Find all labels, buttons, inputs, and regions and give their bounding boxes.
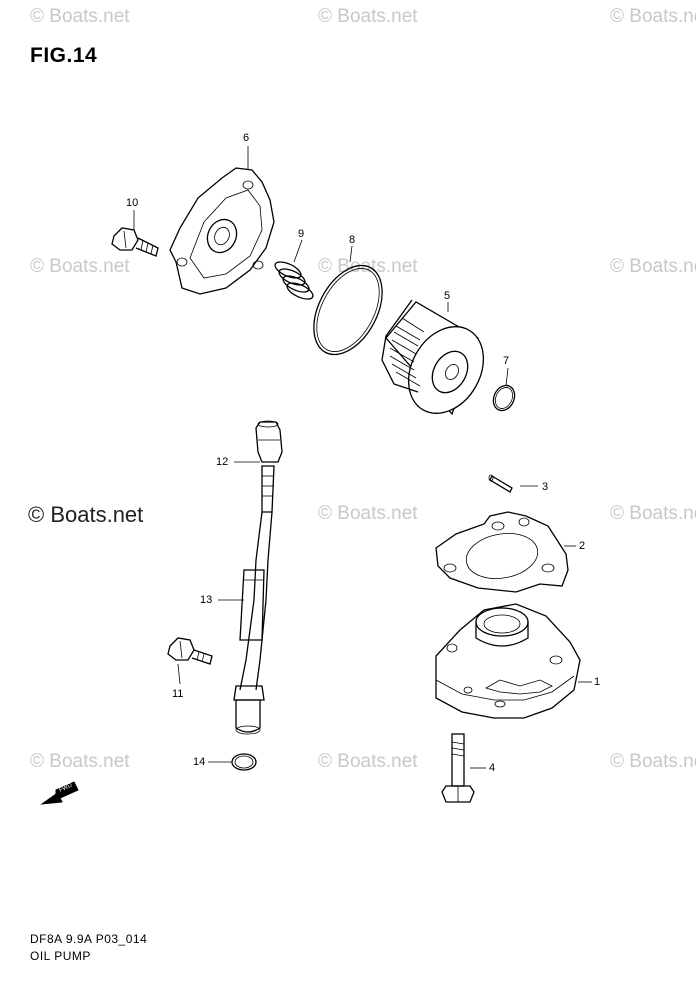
part-6-filter-cover[interactable] xyxy=(169,167,275,295)
watermark-prominent: © Boats.net xyxy=(28,502,144,527)
part-13-oil-pipe[interactable] xyxy=(233,511,273,735)
watermark: © Boats.net xyxy=(610,751,696,772)
part-2-gasket[interactable] xyxy=(435,511,569,593)
part-9-spring[interactable] xyxy=(273,259,315,303)
callout-2: 2 xyxy=(579,540,586,552)
part-3-pin[interactable] xyxy=(488,474,513,493)
watermark: © Boats.net xyxy=(30,6,130,27)
part-12-fitting[interactable] xyxy=(255,420,283,513)
callout-12: 12 xyxy=(216,456,229,468)
watermark: © Boats.net xyxy=(30,751,130,772)
part-1-oil-pump[interactable] xyxy=(435,603,581,719)
callout-7: 7 xyxy=(503,355,510,367)
part-10-bolt[interactable] xyxy=(111,227,159,257)
watermark: © Boats.net xyxy=(318,751,418,772)
watermark: © Boats.net xyxy=(318,6,418,27)
watermark: © Boats.net xyxy=(318,503,418,524)
watermark: © Boats.net xyxy=(30,256,130,277)
callout-8: 8 xyxy=(349,234,356,246)
fwd-arrow-icon: FWD xyxy=(40,781,79,805)
watermark: © Boats.net xyxy=(610,503,696,524)
part-8-o-ring[interactable] xyxy=(300,254,396,366)
callout-1: 1 xyxy=(594,676,601,688)
callout-13: 13 xyxy=(200,594,213,606)
watermark: © Boats.net xyxy=(610,256,696,277)
part-7-small-o-ring[interactable] xyxy=(489,382,518,414)
part-11-bolt[interactable] xyxy=(167,637,213,665)
watermark: © Boats.net xyxy=(610,6,696,27)
diagram-name: OIL PUMP xyxy=(30,949,91,963)
part-4-bolt[interactable] xyxy=(441,733,475,803)
part-5-oil-filter[interactable] xyxy=(381,299,498,427)
diagram-code: DF8A 9.9A P03_014 xyxy=(30,932,148,946)
callout-10: 10 xyxy=(126,197,139,209)
callout-9: 9 xyxy=(298,228,305,240)
fwd-label: FWD xyxy=(58,782,74,793)
figure-title: FIG.14 xyxy=(30,44,98,67)
callout-6: 6 xyxy=(243,132,250,144)
callout-11: 11 xyxy=(172,688,184,700)
callout-5: 5 xyxy=(444,290,451,302)
callout-4: 4 xyxy=(489,762,496,774)
callout-14: 14 xyxy=(193,756,206,768)
callout-3: 3 xyxy=(542,481,549,493)
